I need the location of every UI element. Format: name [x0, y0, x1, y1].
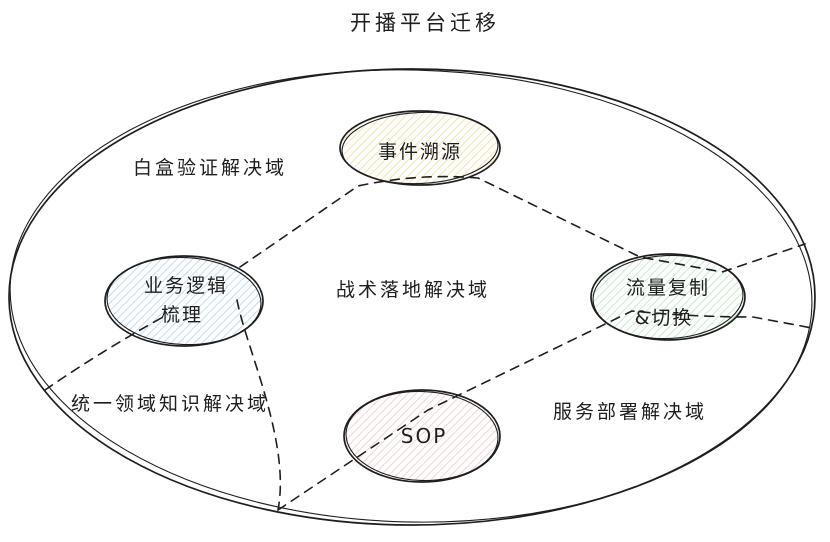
node-sop-overdraw — [345, 390, 499, 482]
node-traffic-copy-overdraw — [592, 254, 744, 340]
node-business-logic-overdraw — [106, 256, 262, 346]
node-event-tracing — [339, 110, 501, 186]
region-label-white-box-verification: 白盒验证解决域 — [133, 157, 287, 179]
region-label-tactical-landing: 战术落地解决域 — [336, 279, 490, 301]
node-sop-shape — [343, 389, 501, 483]
divider-business-logic-to-bottom-edge — [236, 299, 282, 511]
node-traffic-copy-label-line1: 流量复制 — [626, 277, 710, 299]
outer-boundary-ellipse — [8, 68, 816, 526]
outer-boundary-ellipse-overdraw — [9, 69, 813, 523]
divider-business-logic-through-event-tracing-to-right-edge — [239, 175, 806, 273]
node-business-logic — [104, 255, 264, 347]
node-event-tracing-overdraw — [341, 111, 499, 185]
diagram-title: 开播平台迁移 — [350, 11, 500, 35]
node-event-tracing-shape — [339, 110, 501, 186]
node-business-logic-label-line1: 业务逻辑 — [144, 275, 228, 297]
region-label-service-deployment: 服务部署解决域 — [553, 401, 707, 423]
domain-dividers — [44, 175, 813, 511]
divider-bottom-edge-through-sop-to-right-edge — [277, 310, 813, 511]
node-event-tracing-label: 事件溯源 — [378, 141, 462, 163]
node-business-logic-shape — [104, 255, 264, 347]
node-traffic-copy — [590, 253, 746, 341]
region-label-unified-domain-knowledge: 统一领域知识解决域 — [71, 393, 269, 415]
node-sop — [343, 389, 501, 483]
divider-left-edge-to-business-logic — [44, 316, 164, 391]
outer-boundary — [8, 68, 816, 526]
node-sop-label: SOP — [401, 424, 448, 448]
node-traffic-copy-shape — [590, 253, 746, 341]
node-business-logic-label-line2: 梳理 — [161, 304, 203, 326]
node-traffic-copy-label-line2: &切换 — [635, 307, 694, 329]
